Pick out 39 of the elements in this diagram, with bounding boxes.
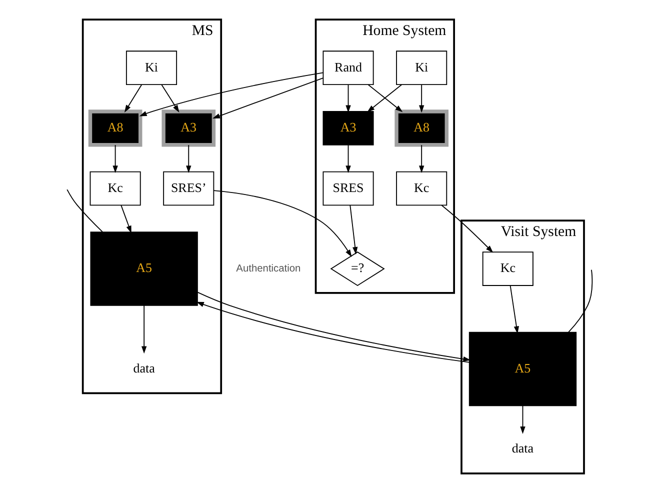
arrow xyxy=(441,204,494,253)
node-box: A5 xyxy=(90,232,198,306)
node-box: A5 xyxy=(468,332,577,406)
arrow xyxy=(212,78,324,118)
node-box: A3 xyxy=(162,110,216,147)
arrow xyxy=(213,190,352,258)
connector xyxy=(568,269,593,333)
arrow xyxy=(124,84,142,112)
arrow xyxy=(346,144,351,174)
arrow xyxy=(418,144,424,174)
arrow xyxy=(186,144,192,174)
node-box: Kc xyxy=(482,252,534,286)
arrow xyxy=(161,84,180,112)
node-text: data xyxy=(133,360,155,376)
arrow xyxy=(510,285,520,334)
connector xyxy=(66,189,104,232)
node-box: Kc xyxy=(90,171,141,206)
node-box: SRES’ xyxy=(163,171,214,206)
node-box: Rand xyxy=(322,50,374,85)
node-box: SRES xyxy=(322,171,374,206)
arrow xyxy=(197,292,471,362)
arrow xyxy=(350,204,358,254)
arrow xyxy=(139,72,324,116)
label: Authentication xyxy=(236,263,301,274)
arrow xyxy=(520,405,526,434)
node-box: Kc xyxy=(396,171,448,206)
node-box: A8 xyxy=(394,110,448,147)
node-text: data xyxy=(512,440,534,456)
arrow xyxy=(346,84,351,113)
node-box: A3 xyxy=(322,111,374,146)
arrow xyxy=(418,84,424,113)
arrow xyxy=(112,144,118,174)
node-diamond: =? xyxy=(330,252,385,286)
node-box: A8 xyxy=(88,110,142,147)
arrow xyxy=(196,302,470,363)
node-box: Ki xyxy=(396,50,448,85)
node-box: Ki xyxy=(126,50,178,85)
arrow xyxy=(120,204,132,234)
arrow xyxy=(141,305,147,354)
